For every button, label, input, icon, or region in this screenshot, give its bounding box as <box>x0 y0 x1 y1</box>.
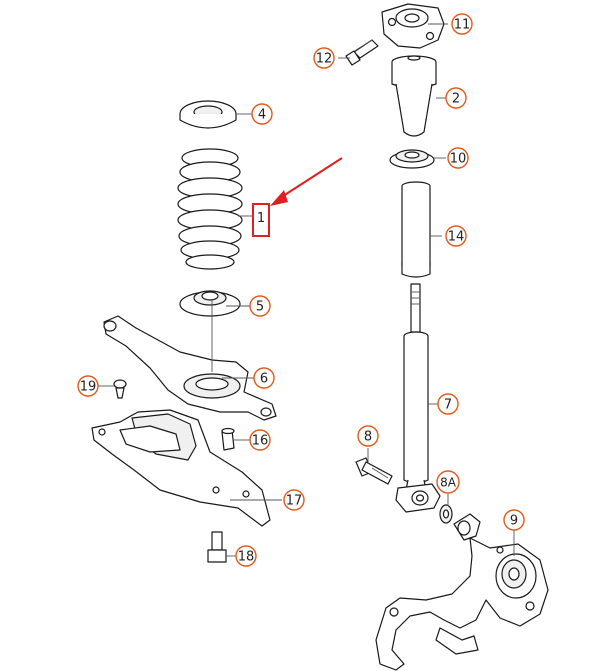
part-dust-boot[interactable] <box>401 181 431 278</box>
part-bush-16[interactable] <box>221 427 235 451</box>
svg-text:12: 12 <box>316 52 333 67</box>
callout-19[interactable]: 19 <box>77 375 99 397</box>
callout-7[interactable]: 7 <box>437 393 459 415</box>
svg-text:14: 14 <box>448 230 465 245</box>
part-bolt-12[interactable] <box>345 39 379 66</box>
part-spring-seat-lower[interactable] <box>179 290 241 317</box>
callout-6[interactable]: 6 <box>253 367 275 389</box>
svg-text:1: 1 <box>257 211 265 226</box>
part-subframe[interactable] <box>91 409 271 527</box>
part-bolt-19[interactable] <box>113 379 127 399</box>
callout-1-highlighted[interactable]: 1 <box>252 203 270 237</box>
part-bump-stop[interactable] <box>391 55 437 137</box>
svg-text:18: 18 <box>238 550 255 565</box>
part-spring-seat-upper[interactable] <box>179 100 237 129</box>
svg-text:10: 10 <box>450 152 467 167</box>
svg-text:8A: 8A <box>440 476 457 490</box>
callout-10[interactable]: 10 <box>447 147 469 169</box>
callout-12[interactable]: 12 <box>313 47 335 69</box>
part-control-arm[interactable] <box>103 315 277 421</box>
part-bolt-18[interactable] <box>207 531 227 563</box>
callout-17[interactable]: 17 <box>283 489 305 511</box>
svg-text:8: 8 <box>364 430 372 445</box>
callout-18[interactable]: 18 <box>235 545 257 567</box>
leader-lines <box>98 23 515 557</box>
part-cap-10[interactable] <box>389 149 435 169</box>
svg-text:2: 2 <box>452 92 460 107</box>
part-bolt-8[interactable] <box>355 457 393 485</box>
part-wheel-knuckle[interactable] <box>375 513 549 671</box>
svg-text:6: 6 <box>260 372 268 387</box>
svg-text:16: 16 <box>252 434 269 449</box>
svg-text:11: 11 <box>454 18 471 33</box>
part-washer-8a[interactable] <box>439 504 453 524</box>
svg-text:19: 19 <box>80 380 97 395</box>
callout-8[interactable]: 8 <box>357 425 379 447</box>
svg-text:4: 4 <box>258 108 266 123</box>
callout-9[interactable]: 9 <box>503 509 525 531</box>
callout-2[interactable]: 2 <box>445 87 467 109</box>
part-coil-spring[interactable] <box>177 148 243 270</box>
part-strut-mount[interactable] <box>381 3 445 49</box>
svg-text:17: 17 <box>286 494 303 509</box>
callout-8a[interactable]: 8A <box>436 470 460 494</box>
part-shock-absorber[interactable] <box>395 283 441 513</box>
svg-text:7: 7 <box>444 398 452 413</box>
callout-11[interactable]: 11 <box>451 13 473 35</box>
svg-text:9: 9 <box>510 514 518 529</box>
highlight-arrow <box>270 157 343 206</box>
svg-text:5: 5 <box>256 300 264 315</box>
callout-14[interactable]: 14 <box>445 225 467 247</box>
callout-5[interactable]: 5 <box>249 295 271 317</box>
callout-16[interactable]: 16 <box>249 429 271 451</box>
callout-4[interactable]: 4 <box>251 103 273 125</box>
